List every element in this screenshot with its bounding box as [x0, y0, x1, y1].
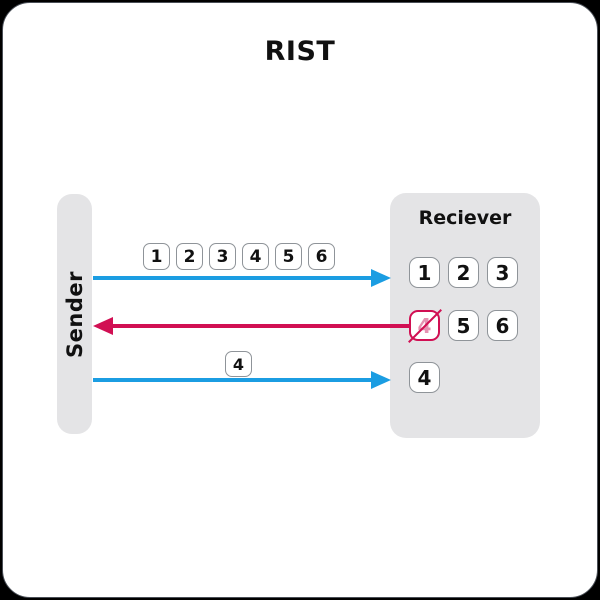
received-packet-box: 1 [409, 257, 440, 288]
resent-packet-box: 4 [225, 351, 252, 377]
forward-arrow-line [93, 276, 372, 280]
received-packet-box: 2 [448, 257, 479, 288]
packet-box: 5 [275, 243, 302, 270]
received-packet-box: 6 [487, 310, 518, 341]
receiver-row-1: 1 2 3 [409, 257, 518, 288]
packet-box: 3 [209, 243, 236, 270]
receiver-label: Reciever [418, 207, 512, 229]
received-packet-box: 5 [448, 310, 479, 341]
receiver-row-2: 4 5 6 [407, 308, 518, 343]
packet-box: 1 [143, 243, 170, 270]
packet-box: 4 [242, 243, 269, 270]
receiver-row-3: 4 [409, 362, 440, 393]
retransmitted-packet-box: 4 [409, 362, 440, 393]
packet-box: 6 [308, 243, 335, 270]
diagram-title: RIST [264, 36, 336, 67]
nack-arrow-line [111, 324, 410, 328]
received-packet-box: 3 [487, 257, 518, 288]
receiver-node: Reciever 1 2 3 4 5 6 4 [390, 193, 540, 438]
sender-label: Sender [62, 270, 87, 358]
forward-arrowhead-icon [371, 269, 391, 287]
sender-node: Sender [57, 194, 92, 434]
lost-packet-box: 4 [407, 308, 442, 343]
nack-arrowhead-icon [93, 317, 113, 335]
sent-packets-row: 1 2 3 4 5 6 [143, 243, 335, 270]
packet-box: 2 [176, 243, 203, 270]
retransmit-arrowhead-icon [371, 371, 391, 389]
retransmit-arrow-line [93, 378, 372, 382]
